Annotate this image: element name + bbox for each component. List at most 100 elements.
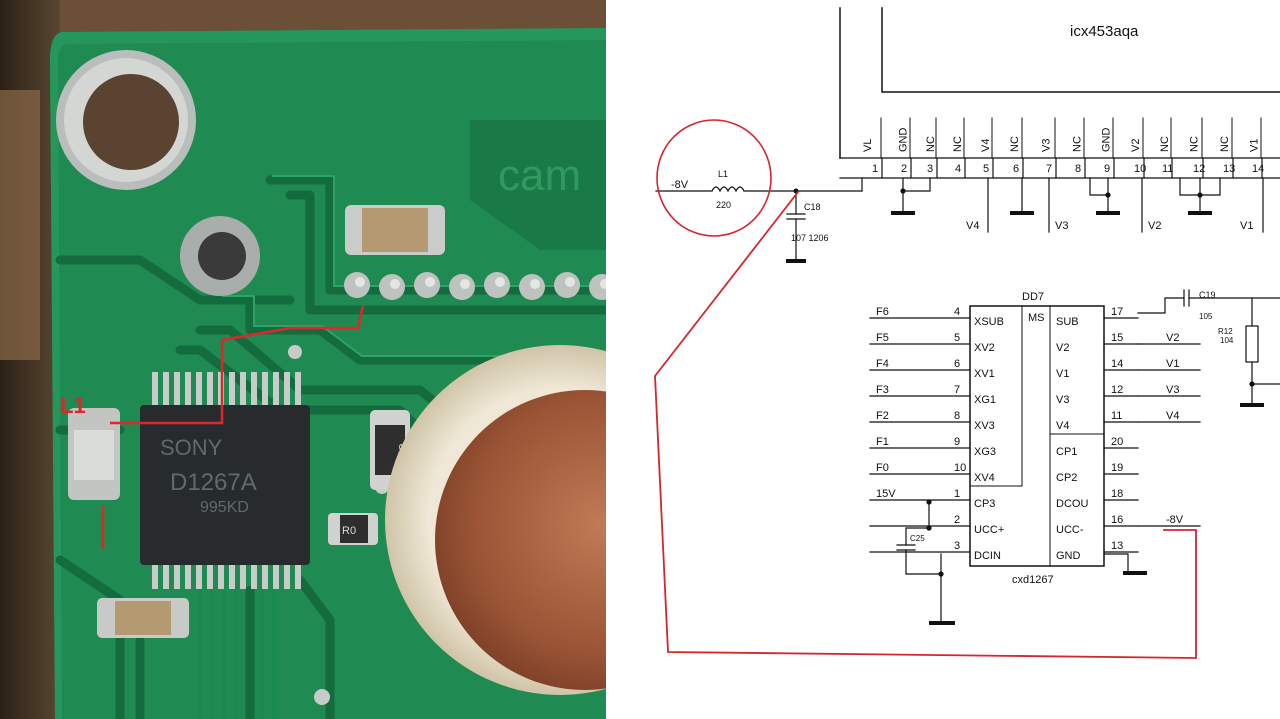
driver-pin-name: SUB <box>1056 316 1079 328</box>
sensor-pin-number: 3 <box>927 163 933 175</box>
chip-pin <box>196 372 202 408</box>
solder-shine <box>355 277 365 287</box>
driver-pin-name: DCIN <box>974 550 1001 562</box>
sensor-pin-number: 6 <box>1013 163 1019 175</box>
sensor-pin-number: 10 <box>1134 163 1146 175</box>
c25-network <box>896 499 1129 623</box>
ground-symbol <box>786 259 806 263</box>
driver-pin-number: 2 <box>954 514 960 526</box>
net-label: F3 <box>876 384 889 396</box>
chip-pin <box>284 372 290 408</box>
sensor-pin-number: 9 <box>1104 163 1110 175</box>
photo-annotation-lines <box>101 304 365 550</box>
wire <box>905 527 930 546</box>
desk-highlight <box>0 90 40 360</box>
chip-fanout <box>198 585 276 719</box>
chip-pin <box>295 372 301 408</box>
chip-pin <box>185 563 191 589</box>
l1-highlight-circle <box>656 119 772 237</box>
net-label: F2 <box>876 410 889 422</box>
chip-body <box>140 405 310 565</box>
junction-dot <box>1197 192 1203 198</box>
driver-pin-name: CP2 <box>1056 472 1077 484</box>
r12-resistor <box>1245 325 1259 363</box>
chip-pin <box>196 563 202 589</box>
driver-pin-number: 5 <box>954 332 960 344</box>
net-label: V4 <box>1166 410 1179 422</box>
trace <box>285 190 606 315</box>
net-label: F6 <box>876 306 889 318</box>
junction-dot <box>900 188 906 194</box>
chip-pin <box>152 563 158 589</box>
solder-shine <box>530 279 540 289</box>
driver-pin-name: GND <box>1056 550 1081 562</box>
driver-pin-number: 3 <box>954 540 960 552</box>
chip-pin <box>152 372 158 408</box>
sensor-ground-drops <box>900 177 1264 233</box>
drop-label: V4 <box>966 220 979 232</box>
junction-dot <box>938 571 944 577</box>
r12-ref: R12 <box>1218 327 1233 336</box>
sensor-pin-number: 4 <box>955 163 961 175</box>
copper-component <box>435 390 606 690</box>
net-label: F1 <box>876 436 889 448</box>
driver-part: cxd1267 <box>1012 574 1054 586</box>
sensor-pin-number: 14 <box>1252 163 1264 175</box>
driver-pin-number: 14 <box>1111 358 1123 370</box>
driver-pin-name: XV2 <box>974 342 995 354</box>
chip-pin <box>229 372 235 408</box>
via <box>314 689 330 705</box>
chip-pin <box>185 372 191 408</box>
driver-pin-number: 19 <box>1111 462 1123 474</box>
l1-c18-group: -8V L1 220 C18 107 1206 <box>655 119 863 263</box>
driver-pin-number: 20 <box>1111 436 1123 448</box>
r12-value: 104 <box>1220 336 1234 345</box>
sensor-pin-number: 12 <box>1193 163 1205 175</box>
chip-pin <box>273 563 279 589</box>
sensor-pin-name: V1 <box>1249 139 1261 152</box>
wire <box>1199 177 1221 196</box>
sensor-pin-number: 11 <box>1162 163 1173 175</box>
driver-pin-name: UCC- <box>1056 524 1084 536</box>
chip-pin <box>163 372 169 408</box>
chip-pin <box>240 372 246 408</box>
ground-symbol <box>1010 211 1034 215</box>
driver-pin-number: 9 <box>954 436 960 448</box>
driver-pin-number: 7 <box>954 384 960 396</box>
net-label: F4 <box>876 358 889 370</box>
chip-pin <box>174 372 180 408</box>
sensor-box-inner <box>881 7 1280 93</box>
net-label: F5 <box>876 332 889 344</box>
net-minus8v-l1: -8V <box>671 179 689 191</box>
drop-label: V1 <box>1240 220 1253 232</box>
driver-pin-name: V3 <box>1056 394 1069 406</box>
wire <box>1103 553 1129 573</box>
c25-ref: C25 <box>910 534 925 543</box>
ground-symbol <box>1123 571 1147 575</box>
sensor-pin-name: NC <box>1159 136 1171 152</box>
c19-value: 105 <box>1199 312 1213 321</box>
chip-pin <box>207 563 213 589</box>
copper-pour <box>470 120 606 250</box>
l1-coil <box>711 186 745 193</box>
ground-symbol <box>929 621 955 625</box>
trace <box>55 255 295 305</box>
mounting-hole <box>83 74 179 170</box>
c19-ref: C19 <box>1199 290 1216 300</box>
junction-dot <box>1105 192 1111 198</box>
wire <box>905 549 942 575</box>
net-label: -8V <box>1166 514 1184 526</box>
chip-pin <box>174 563 180 589</box>
sensor-pin-number: 2 <box>901 163 907 175</box>
chip-pins-bottom <box>152 563 301 589</box>
driver-pin-name: XV4 <box>974 472 995 484</box>
divider <box>606 0 612 719</box>
solder-shine <box>495 277 505 287</box>
via-hole <box>198 232 246 280</box>
junction-dot <box>1249 381 1255 387</box>
sensor-pin-number: 1 <box>872 163 878 175</box>
driver-pin-number: 18 <box>1111 488 1123 500</box>
sensor-icx453aqa: icx453aqa 1VL2GND3NC4NC5V46NC7V38NC9GND1… <box>839 7 1280 179</box>
capacitor-top-body <box>362 208 428 252</box>
